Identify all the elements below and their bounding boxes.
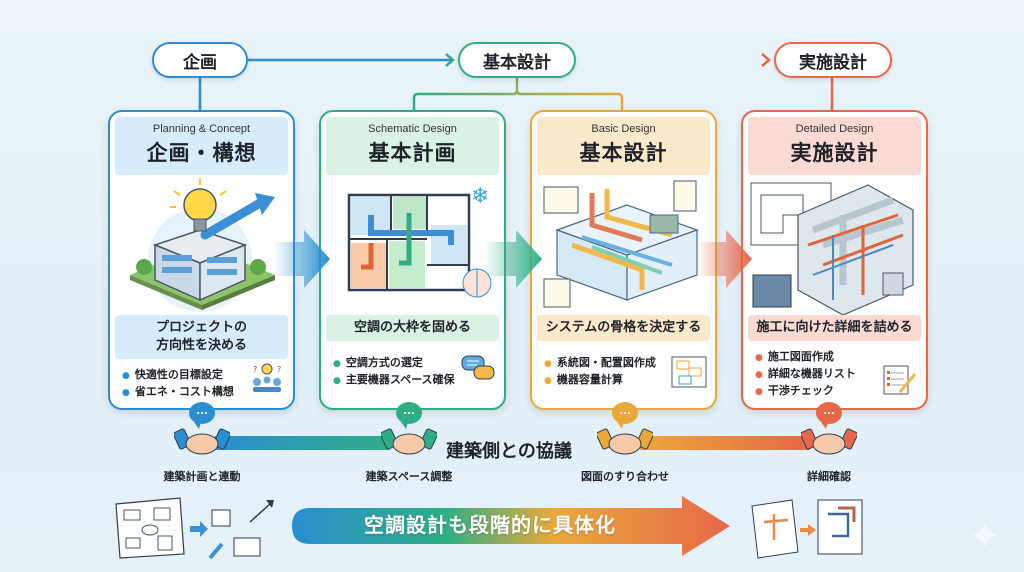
card-subtitle: Detailed Design xyxy=(795,123,874,135)
sketch-to-model-icon xyxy=(115,497,274,560)
coordination-label: 建築スペース調整 xyxy=(365,470,453,483)
coordination-band-right xyxy=(640,436,810,450)
coordination-label: 図面のすり合わせ xyxy=(581,470,669,483)
coordination-title: 建築側との協議 xyxy=(446,441,572,462)
handshake-icon xyxy=(597,428,653,455)
card-header: Basic Design 基本設計 xyxy=(537,117,710,175)
drawing-refinement-icon xyxy=(751,499,863,559)
card-goal: 空調の大枠を固める xyxy=(326,315,499,341)
progression-arrow xyxy=(292,496,730,556)
card-bullets: 快適性の目標設定 省エネ・コスト構想 xyxy=(122,367,293,401)
chat-bubble-icon: ... xyxy=(612,402,638,429)
chat-bubbles-icon xyxy=(461,355,495,380)
coordination-label: 詳細確認 xyxy=(807,470,851,483)
brainstorm-meeting-icon: ?? xyxy=(253,363,281,392)
card-goal-line1: 空調の大枠を固める xyxy=(353,320,471,335)
phase-pill-detailed-design: 実施設計 xyxy=(774,42,892,78)
card-goal-line1: 施工に向けた詳細を詰める xyxy=(756,320,913,335)
handshake-icon xyxy=(174,428,230,455)
handshake-icon xyxy=(381,428,437,455)
card-header: Detailed Design 実施設計 xyxy=(748,117,921,175)
card-subtitle: Schematic Design xyxy=(368,123,457,135)
bullet-item: 快適性の目標設定 xyxy=(122,367,293,384)
card-title: 実施設計 xyxy=(790,141,879,165)
svg-text:❄: ❄ xyxy=(471,184,489,209)
card-header: Schematic Design 基本計画 xyxy=(326,117,499,175)
bullet-item: 施工図面作成 xyxy=(755,349,926,366)
connector-p2-split xyxy=(412,78,624,112)
card-detailed-design: Detailed Design 実施設計 施工に向けた詳細を詰める 施工図面作成… xyxy=(741,110,928,410)
card-subtitle: Basic Design xyxy=(591,123,656,135)
bullet-item: 系統図・配置図作成 xyxy=(544,355,715,372)
card-title: 企画・構想 xyxy=(146,141,257,165)
arrowhead-p3 xyxy=(761,53,771,67)
svg-text:?: ? xyxy=(277,365,281,374)
card-bullets: 空調方式の選定 主要機器スペース確保 xyxy=(333,355,504,389)
card-planning: Planning & Concept 企画・構想 プロジェクトの 方向性を決める… xyxy=(108,110,295,410)
bullet-item: 主要機器スペース確保 xyxy=(333,372,504,389)
bullet-item: 機器容量計算 xyxy=(544,372,715,389)
arrow-stage-2-3 xyxy=(484,230,542,288)
isometric-duct-system-icon xyxy=(532,175,715,315)
chat-bubble-icon: ... xyxy=(189,402,215,429)
coordination-label: 建築計画と連動 xyxy=(163,470,241,483)
bullet-item: 詳細な機器リスト xyxy=(755,366,926,383)
building-lightbulb-growth-icon xyxy=(110,175,293,315)
bullet-item: 干渉チェック xyxy=(755,383,926,400)
phase-pill-basic-design: 基本設計 xyxy=(458,42,576,78)
chat-bubble-icon: ... xyxy=(396,402,422,429)
sparkle-icon xyxy=(972,522,998,548)
arrow-stage-1-2 xyxy=(274,230,330,288)
arrowhead-p2 xyxy=(445,53,455,67)
card-header: Planning & Concept 企画・構想 xyxy=(115,117,288,175)
card-goal: プロジェクトの 方向性を決める xyxy=(115,315,288,359)
card-title: 基本設計 xyxy=(579,141,668,165)
card-goal: 施工に向けた詳細を詰める xyxy=(748,315,921,341)
chat-bubble-icon: ... xyxy=(816,402,842,429)
bullet-item: 省エネ・コスト構想 xyxy=(122,384,293,401)
card-title: 基本計画 xyxy=(368,141,457,165)
document-pencil-icon xyxy=(883,365,917,395)
card-schematic-design: Schematic Design 基本計画 ❄ 空調の大枠を固める 空調方式の選… xyxy=(319,110,506,410)
floorplan-airflow-icon: ❄ xyxy=(321,175,504,315)
svg-text:?: ? xyxy=(253,365,257,374)
bullet-item: 空調方式の選定 xyxy=(333,355,504,372)
handshake-icon xyxy=(801,428,857,455)
card-bullets: 系統図・配置図作成 機器容量計算 xyxy=(544,355,715,389)
arrow-stage-3-4 xyxy=(696,230,752,288)
card-goal-line1: システムの骨格を決定する xyxy=(545,320,702,335)
phase-pill-planning: 企画 xyxy=(152,42,248,78)
card-goal-line2: 方向性を決める xyxy=(155,338,247,353)
coordination-band-left xyxy=(215,436,390,450)
progression-label: 空調設計も段階的に具体化 xyxy=(364,513,616,537)
detailed-bim-piping-icon xyxy=(743,175,926,316)
card-bullets: 施工図面作成 詳細な機器リスト 干渉チェック xyxy=(755,349,926,400)
system-diagram-icon xyxy=(671,356,707,388)
card-subtitle: Planning & Concept xyxy=(152,123,251,135)
phase-connectors xyxy=(198,53,834,112)
card-goal: システムの骨格を決定する xyxy=(537,315,710,341)
card-goal-line1: プロジェクトの xyxy=(155,320,247,335)
